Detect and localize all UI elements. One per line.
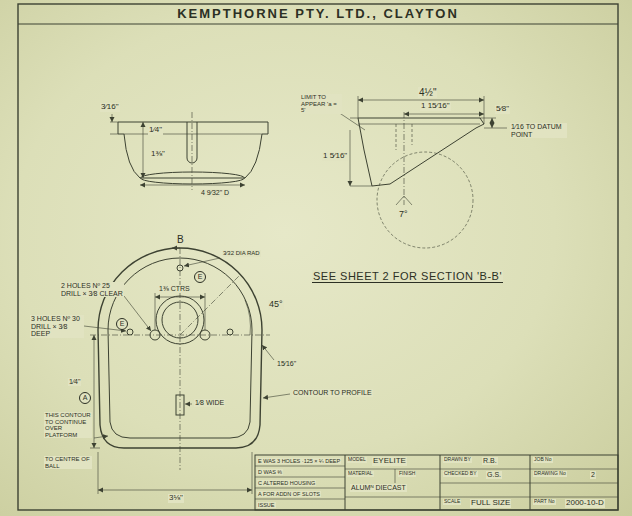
title-block-cell: 2 [590, 471, 596, 479]
dimension: 1⅜" [150, 150, 166, 159]
title-block [255, 455, 618, 510]
dimension: 1 5⁄16" [322, 152, 348, 161]
title-block-cell: CHECKED BY [443, 471, 478, 477]
note: THIS CONTOUR TO CONTINUE OVER PLATFORM [44, 412, 92, 438]
title-block-cell: ALUMᴺ DIECAST [350, 484, 407, 492]
title-block-cell: MATERIAL [347, 471, 374, 477]
dimension: 4½" [418, 87, 437, 98]
title-block-cell: EYELITE [372, 457, 407, 466]
dimension: 1 15⁄16" [420, 102, 451, 111]
dimension: 3⅛" [168, 494, 184, 503]
title-block-cell: FINISH [398, 471, 416, 477]
title-block-cell: PART No [533, 499, 556, 505]
title-block-cell: FULL SIZE [470, 499, 511, 508]
front-elevation [110, 112, 268, 190]
dimension: 1⅜ CTRS [158, 285, 191, 293]
dimension: 1⁄8 WIDE [194, 399, 225, 407]
dimension: 4 9⁄32" D [200, 189, 230, 197]
dimension: 15⁄16" [276, 360, 297, 368]
dimension: 45° [268, 300, 284, 310]
callout-letter: E [116, 318, 128, 330]
note: LIMIT TO APPEAR 'a = 5' [300, 94, 342, 114]
revision-cell: C ALTERED HOUSING [257, 480, 316, 486]
revision-cell: ISSUE [257, 502, 276, 508]
title-block-cell: DRAWING No [533, 471, 567, 477]
note: 2 HOLES Nº 25 DRILL × 3⁄8 CLEAR [60, 282, 124, 297]
title-block-cell: SCALE [443, 499, 461, 505]
dimension: 1⁄4" [68, 378, 81, 386]
callout-letter: E [194, 271, 206, 283]
note: CONTOUR TO PROFILE [292, 389, 373, 397]
section-mark: B [176, 234, 185, 245]
title-block-cell: DRAWN BY [443, 457, 472, 463]
title-block-cell: MODEL [347, 457, 367, 463]
note: TO CENTRE OF BALL [44, 456, 92, 469]
dimension: 3⁄16" [100, 103, 120, 112]
revision-cell: E WAS 3 HOLES ·125 × ¼ DEEP [257, 458, 341, 464]
note: 3 HOLES Nº 30 DRILL × 3⁄8 DEEP [30, 315, 84, 338]
note: 3⁄32 DIA RAD [222, 250, 261, 257]
dimension: 1⁄4" [148, 126, 163, 135]
drawing-title: KEMPTHORNE PTY. LTD., CLAYTON [18, 6, 618, 21]
title-block-cell: JOB No [533, 457, 553, 463]
revision-cell: A FOR ADDN OF SLOTS [257, 491, 321, 497]
note: SEE SHEET 2 FOR SECTION 'B-B' [312, 270, 503, 283]
title-block-cell: G.S. [486, 471, 502, 479]
callout-letter: A [79, 392, 91, 404]
note: 1⁄16 TO DATUM POINT [510, 123, 567, 138]
title-block-cell: R.B. [482, 457, 498, 465]
dimension: 5⁄8" [495, 105, 510, 114]
dimension: 7° [398, 210, 409, 220]
side-profile [338, 96, 507, 248]
title-block-cell: 2000-10-D [565, 499, 605, 508]
revision-cell: D WAS ⅜ [257, 469, 283, 475]
